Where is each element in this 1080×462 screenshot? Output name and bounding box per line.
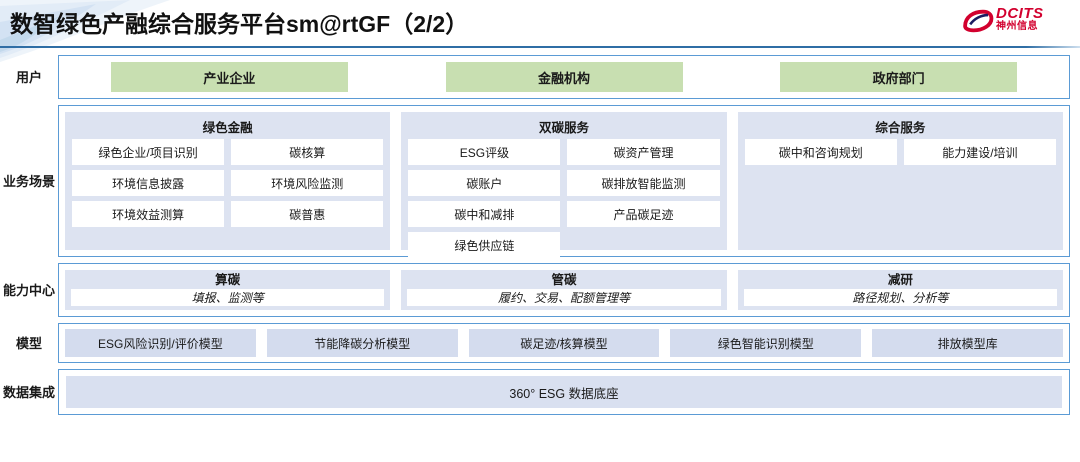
user-box-industry[interactable]: 产业企业 [110, 62, 348, 92]
logo-text-cn: 神州信息 [996, 21, 1038, 32]
row-label-user: 用户 [15, 69, 42, 85]
user-cell: 政府部门 [736, 62, 1061, 92]
tile-product-carbon-footprint[interactable]: 产品碳足迹 [567, 201, 720, 227]
capability-carbon-calculation[interactable]: 算碳 填报、监测等 [65, 270, 391, 310]
capability-subtitle: 履约、交易、配额管理等 [407, 289, 721, 306]
user-box-government[interactable]: 政府部门 [780, 62, 1018, 92]
capability-subtitle: 路径规划、分析等 [743, 289, 1057, 306]
row-body-model: ESG风险识别/评价模型 节能降碳分析模型 碳足迹/核算模型 绿色智能识别模型 … [58, 323, 1070, 363]
capability-carbon-management[interactable]: 管碳 履约、交易、配额管理等 [401, 270, 727, 310]
row-body-capability-center: 算碳 填报、监测等 管碳 履约、交易、配额管理等 减研 路径规划、分析等 [58, 263, 1070, 317]
logo-text-en: DCITS [996, 5, 1044, 22]
group-comprehensive-services: 综合服务 碳中和咨询规划 能力建设/培训 [737, 112, 1063, 250]
model-box-emission-library[interactable]: 排放模型库 [872, 329, 1063, 357]
group-dual-carbon-services: 双碳服务 ESG评级 碳资产管理 碳账户 碳排放智能监测 碳中和减排 产品碳足迹… [401, 112, 727, 258]
capability-subtitle: 填报、监测等 [71, 289, 385, 306]
tile-grid: 碳中和咨询规划 能力建设/培训 [744, 139, 1056, 165]
tile-carbon-accounting[interactable]: 碳核算 [231, 139, 384, 165]
tile-green-supply-chain[interactable]: 绿色供应链 [408, 232, 561, 258]
group-title: 双碳服务 [538, 121, 589, 135]
model-box-energy-saving[interactable]: 节能降碳分析模型 [266, 329, 458, 357]
capability-title: 管碳 [551, 273, 577, 287]
row-model: 模型 ESG风险识别/评价模型 节能降碳分析模型 碳足迹/核算模型 绿色智能识别… [0, 323, 1080, 363]
row-label-business-scenario: 业务场景 [2, 173, 55, 189]
tile-carbon-account[interactable]: 碳账户 [408, 170, 561, 196]
header-divider [0, 46, 1080, 48]
row-body-data-integration: 360° ESG 数据底座 [58, 369, 1070, 415]
capability-title: 算碳 [215, 273, 241, 287]
tile-grid: 绿色企业/项目识别 碳核算 环境信息披露 环境风险监测 环境效益测算 碳普惠 [72, 139, 384, 227]
user-cell: 金融机构 [402, 62, 727, 92]
tile-carbon-neutral-consulting[interactable]: 碳中和咨询规划 [744, 139, 897, 165]
capability-title: 减研 [887, 273, 913, 287]
row-body-business-scenario: 绿色金融 绿色企业/项目识别 碳核算 环境信息披露 环境风险监测 环境效益测算 … [58, 105, 1070, 258]
tile-green-enterprise-identification[interactable]: 绿色企业/项目识别 [72, 139, 225, 165]
user-box-financial[interactable]: 金融机构 [445, 62, 683, 92]
tile-esg-rating[interactable]: ESG评级 [408, 139, 561, 165]
dcits-logo-icon [963, 9, 994, 33]
group-title: 绿色金融 [202, 121, 253, 135]
tile-carbon-emission-monitoring[interactable]: 碳排放智能监测 [567, 170, 720, 196]
row-body-user: 产业企业 金融机构 政府部门 [58, 55, 1070, 99]
user-cell: 产业企业 [67, 62, 392, 92]
row-business-scenario: 业务场景 绿色金融 绿色企业/项目识别 碳核算 环境信息披露 环境风险监测 环境… [0, 105, 1080, 258]
model-box-esg-risk[interactable]: ESG风险识别/评价模型 [65, 329, 256, 357]
row-label-model: 模型 [15, 335, 42, 351]
dcits-logo: DCITS 神州信息 [960, 4, 1072, 38]
row-data-integration: 数据集成 360° ESG 数据底座 [0, 369, 1080, 415]
tile-capacity-building-training[interactable]: 能力建设/培训 [903, 139, 1056, 165]
capability-reduction-research[interactable]: 减研 路径规划、分析等 [737, 270, 1063, 310]
tile-carbon-neutral-reduction[interactable]: 碳中和减排 [408, 201, 561, 227]
data-box-esg-foundation[interactable]: 360° ESG 数据底座 [66, 376, 1062, 408]
group-title: 综合服务 [875, 121, 926, 135]
row-capability-center: 能力中心 算碳 填报、监测等 管碳 履约、交易、配额管理等 减研 路径规划、分析… [0, 263, 1080, 317]
page-header: 数智绿色产融综合服务平台sm@rtGF（2/2） DCITS 神州信息 [0, 0, 1080, 48]
tile-carbon-inclusive[interactable]: 碳普惠 [231, 201, 384, 227]
row-user: 用户 产业企业 金融机构 政府部门 [0, 55, 1080, 99]
group-green-finance: 绿色金融 绿色企业/项目识别 碳核算 环境信息披露 环境风险监测 环境效益测算 … [65, 112, 391, 250]
page-title: 数智绿色产融综合服务平台sm@rtGF（2/2） [10, 11, 469, 37]
architecture-stack: 用户 产业企业 金融机构 政府部门 业务场景 绿色金融 绿色 [0, 55, 1080, 421]
row-label-data-integration: 数据集成 [2, 384, 55, 400]
tile-environmental-risk-monitoring[interactable]: 环境风险监测 [231, 170, 384, 196]
tile-environmental-benefit-measurement[interactable]: 环境效益测算 [72, 201, 225, 227]
model-box-green-intelligent-recognition[interactable]: 绿色智能识别模型 [670, 329, 862, 357]
tile-carbon-asset-management[interactable]: 碳资产管理 [567, 139, 720, 165]
row-label-capability-center: 能力中心 [2, 282, 55, 298]
tile-grid: ESG评级 碳资产管理 碳账户 碳排放智能监测 碳中和减排 产品碳足迹 绿色供应… [408, 139, 720, 258]
model-box-carbon-footprint[interactable]: 碳足迹/核算模型 [468, 329, 660, 357]
tile-environmental-disclosure[interactable]: 环境信息披露 [72, 170, 225, 196]
